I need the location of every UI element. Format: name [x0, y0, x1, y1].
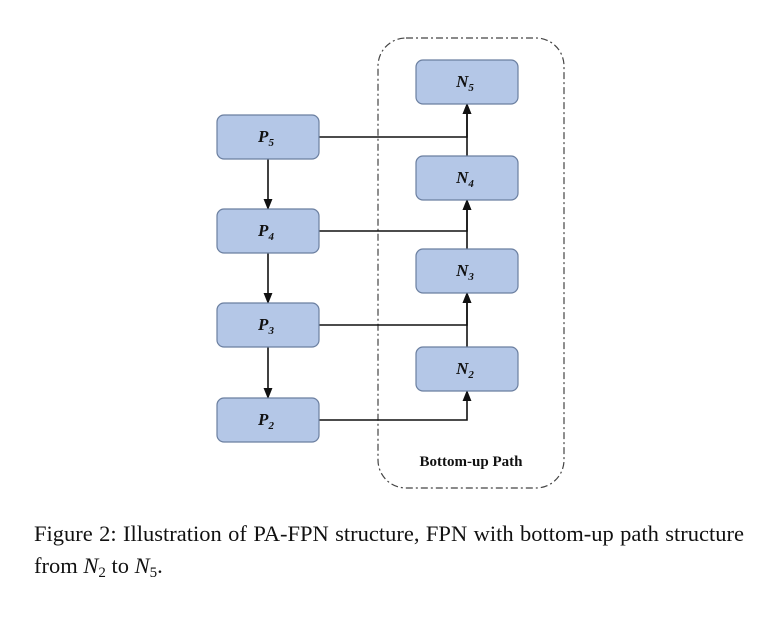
caption-suffix: .: [157, 553, 163, 578]
node-p3: P3: [216, 302, 320, 348]
node-n4-box: [415, 155, 519, 201]
node-p2: P2: [216, 397, 320, 443]
caption-to-sub: 5: [149, 565, 158, 581]
node-p5-box: [216, 114, 320, 160]
bottom-up-path-group: [377, 37, 565, 489]
caption-from-sub: 2: [98, 565, 106, 581]
caption-from-base: N: [83, 553, 99, 578]
figure-caption: Figure 2: Illustration of PA-FPN structu…: [34, 518, 744, 582]
node-n4: N4: [415, 155, 519, 201]
node-n3-label: N3: [455, 261, 474, 283]
node-p3-label: P3: [257, 315, 274, 337]
node-p4: P4: [216, 208, 320, 254]
bottom-up-path-label: Bottom-up Path: [420, 454, 524, 470]
node-n2-box: [415, 346, 519, 392]
node-p4-label: P4: [257, 221, 274, 243]
edge-p3-to-n3: [319, 291, 472, 326]
node-n2-label: N2: [455, 359, 474, 381]
caption-prefix: Figure 2: Illustration of PA-FPN structu…: [34, 521, 744, 578]
node-n4-label: N4: [455, 168, 474, 190]
diagram-edges: [263, 102, 472, 421]
node-n5: N5: [415, 59, 519, 105]
node-n3: N3: [415, 248, 519, 294]
node-n2: N2: [415, 346, 519, 392]
edge-p4-to-n4: [319, 198, 472, 232]
edge-p2-to-n2: [319, 389, 472, 421]
node-p3-box: [216, 302, 320, 348]
node-p5-label: P5: [257, 127, 274, 149]
caption-middle: to: [105, 553, 135, 578]
node-n5-label: N5: [455, 72, 474, 94]
node-p2-box: [216, 397, 320, 443]
node-p5: P5: [216, 114, 320, 160]
node-n3-box: [415, 248, 519, 294]
edge-p5-to-n5: [319, 102, 472, 138]
node-n5-box: [415, 59, 519, 105]
node-p4-box: [216, 208, 320, 254]
caption-to-base: N: [134, 553, 150, 578]
node-p2-label: P2: [257, 410, 274, 432]
